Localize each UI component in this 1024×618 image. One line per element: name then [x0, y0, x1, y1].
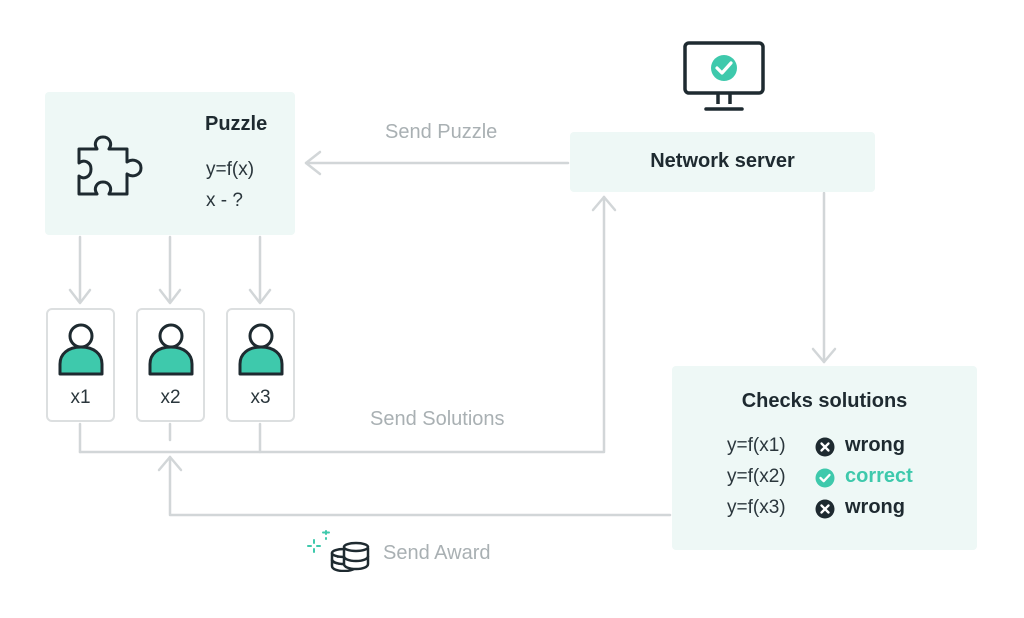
user-icon — [58, 323, 104, 376]
network-server-box: Network server — [570, 132, 875, 192]
user-card-x2: x2 — [136, 308, 205, 422]
send-puzzle-label: Send Puzzle — [385, 121, 498, 143]
puzzle-title: Puzzle — [205, 113, 268, 135]
user-card-x3: x3 — [226, 308, 295, 422]
check-row-result-wrong: wrong — [845, 434, 905, 456]
user-icon — [148, 323, 194, 376]
coins-icon — [330, 541, 370, 572]
network-server-label: Network server — [650, 150, 795, 172]
check-row-result-correct: correct — [845, 465, 913, 487]
user-card-x1: x1 — [46, 308, 115, 422]
send-award-label: Send Award — [383, 542, 491, 564]
check-row-expression: y=f(x2) — [727, 466, 786, 487]
user-label: x1 — [70, 387, 91, 408]
monitor-check-icon — [683, 41, 765, 111]
user-icon — [238, 323, 284, 376]
user-label: x3 — [250, 387, 271, 408]
x-circle-icon — [815, 437, 835, 457]
puzzle-box: Puzzle y=f(x) x - ? — [45, 92, 295, 235]
check-row-expression: y=f(x1) — [727, 435, 786, 456]
x-circle-icon — [815, 499, 835, 519]
check-circle-icon — [815, 468, 835, 488]
puzzle-equation: y=f(x) — [206, 159, 255, 180]
check-row-expression: y=f(x3) — [727, 497, 786, 518]
send-solutions-label: Send Solutions — [370, 408, 505, 430]
checks-solutions-title: Checks solutions — [741, 390, 908, 412]
puzzle-piece-icon — [77, 135, 143, 196]
check-row-result-wrong: wrong — [845, 496, 905, 518]
sparkle-icon — [307, 530, 330, 553]
puzzle-question: x - ? — [206, 190, 243, 211]
user-label: x2 — [160, 387, 181, 408]
checks-solutions-box: Checks solutions y=f(x1) wrong y=f(x2) c… — [672, 366, 977, 550]
